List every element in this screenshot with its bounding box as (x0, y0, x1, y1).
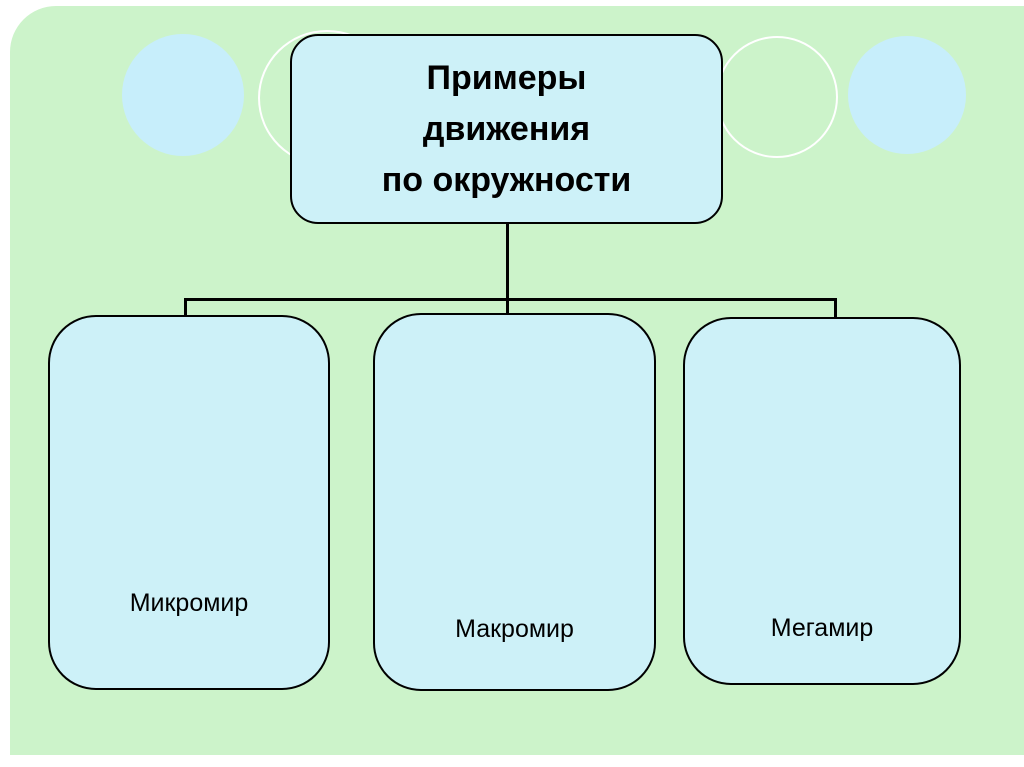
decorative-circle-outlined-right (716, 36, 838, 158)
node-megamir: Мегамир (683, 317, 961, 685)
decorative-circle-filled-left (122, 34, 244, 156)
connector-drop-left (184, 298, 187, 318)
connector-stem (506, 222, 509, 300)
connector-drop-middle (506, 298, 509, 318)
node-label-megamir: Мегамир (770, 614, 874, 642)
node-label-makromir: Макромир (455, 615, 574, 643)
node-mikromir: Микромир (48, 315, 330, 690)
decorative-circle-filled-right (848, 36, 966, 154)
title-box: Примеры движения по окружности (290, 34, 723, 224)
title-line-3: по окружности (381, 160, 632, 199)
node-label-mikromir: Микромир (129, 589, 249, 617)
connector-drop-right (834, 298, 837, 320)
node-makromir: Макромир (373, 313, 656, 691)
connector-crossbar (184, 298, 837, 301)
title-line-2: движения (422, 109, 591, 148)
title-line-1: Примеры (426, 58, 587, 97)
